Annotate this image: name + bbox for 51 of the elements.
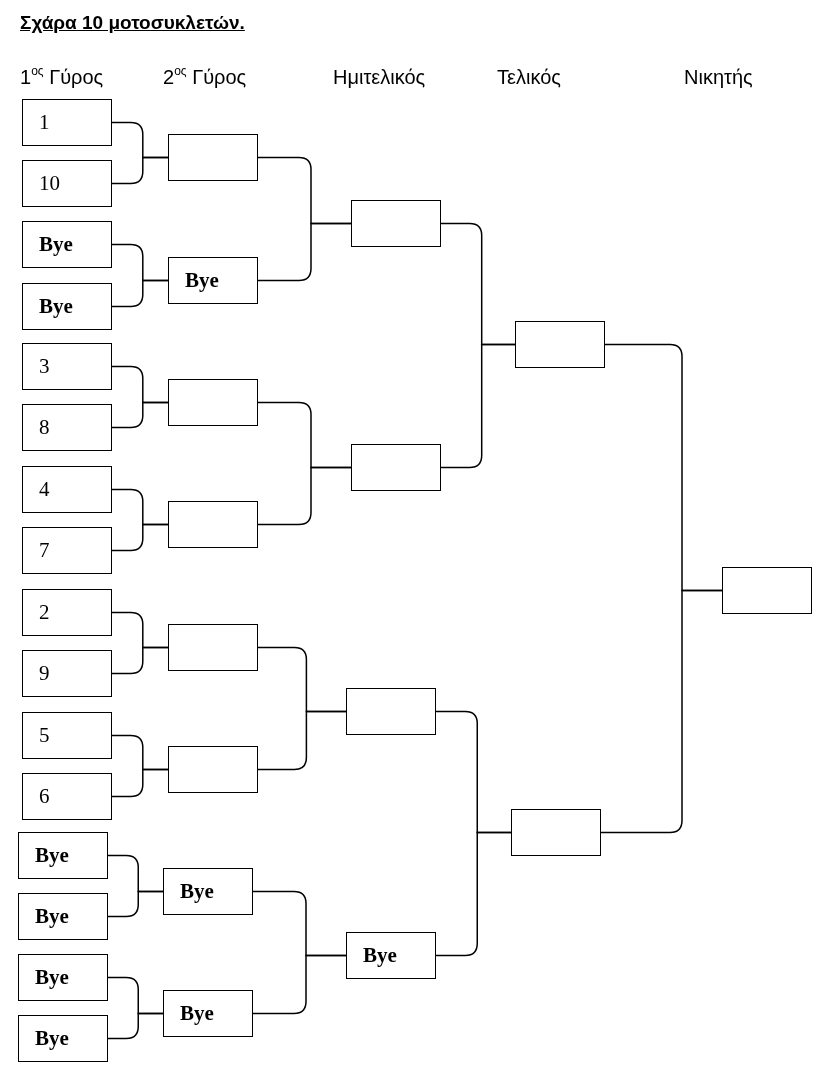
bracket-line: [111, 768, 169, 798]
bracket-slot: 6: [22, 773, 112, 820]
bracket-slot: Bye: [163, 990, 253, 1037]
bracket-slot: 10: [22, 160, 112, 207]
bracket-line: [107, 1012, 164, 1040]
bracket-slot: [168, 746, 258, 793]
bracket-slot: [511, 809, 601, 856]
bracket-line: [600, 589, 723, 834]
bracket-slot: Bye: [18, 954, 108, 1001]
bracket-line: [257, 710, 347, 771]
bracket-line: [111, 279, 169, 308]
bracket-slot: [351, 444, 441, 491]
bracket-slot: [168, 134, 258, 181]
bracket-line: [257, 466, 352, 526]
bracket-line: [257, 222, 352, 282]
bracket-slot: 5: [22, 712, 112, 759]
bracket-line: [440, 343, 516, 469]
bracket-slot: [168, 624, 258, 671]
column-header: 2$^{ος}$ Γύρος: [163, 66, 247, 89]
bracket-slot: Bye: [22, 221, 112, 268]
bracket-slot: 9: [22, 650, 112, 697]
bracket-slot: 7: [22, 527, 112, 574]
bracket-slot: Bye: [168, 257, 258, 304]
bracket-slot: Bye: [18, 832, 108, 879]
bracket-slot: [168, 501, 258, 548]
bracket-slot: 2: [22, 589, 112, 636]
bracket-slot: Bye: [346, 932, 436, 979]
title: Σχάρα 10 μοτοσυκλετών.: [20, 12, 245, 34]
column-header: Νικητής: [684, 66, 753, 89]
column-header: Ημιτελικός: [333, 66, 426, 89]
bracket-slot: 3: [22, 343, 112, 390]
bracket-slot: [722, 567, 812, 614]
bracket-slot: 8: [22, 404, 112, 451]
bracket-line: [111, 156, 169, 185]
bracket-slot: Bye: [163, 868, 253, 915]
bracket-slot: 1: [22, 99, 112, 146]
bracket-line: [252, 954, 347, 1015]
bracket-line: [107, 890, 164, 918]
column-header: Τελικός: [497, 66, 561, 89]
bracket-slot: [351, 200, 441, 247]
bracket-slot: Bye: [22, 283, 112, 330]
bracket-slot: Bye: [18, 1015, 108, 1062]
bracket-slot: 4: [22, 466, 112, 513]
bracket-line: [111, 646, 169, 675]
bracket-line: [111, 523, 169, 552]
bracket-slot: [168, 379, 258, 426]
bracket-slot: [515, 321, 605, 368]
bracket-line: [111, 401, 169, 429]
bracket-slot: Bye: [18, 893, 108, 940]
bracket-slot: [346, 688, 436, 735]
bracket-line: [435, 831, 512, 957]
